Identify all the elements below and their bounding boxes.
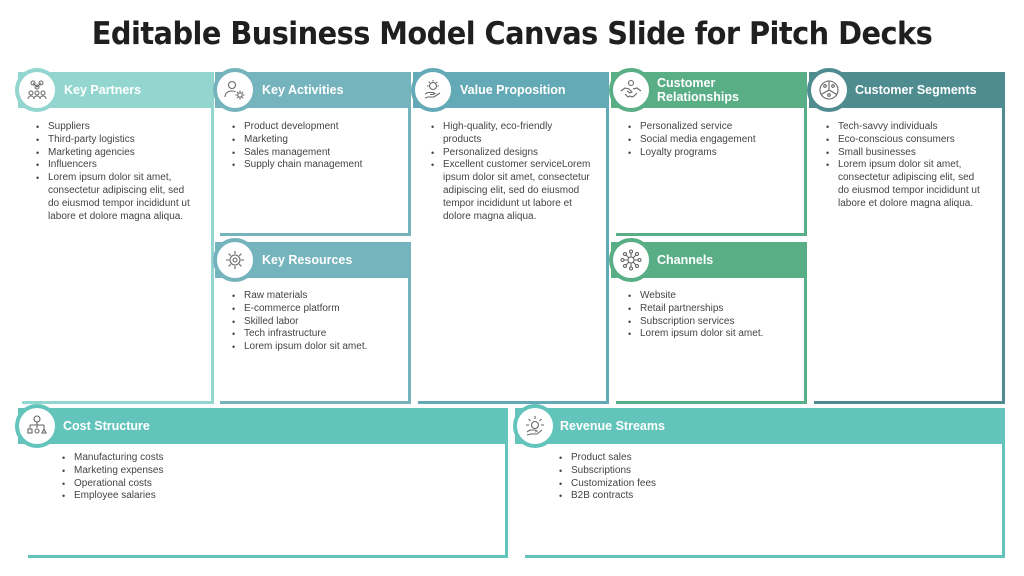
value-proposition-frame	[418, 108, 609, 404]
key-activities-icon-circle	[213, 68, 257, 112]
list-item: Supply chain management	[232, 159, 402, 172]
cost-hierarchy-icon	[27, 415, 47, 434]
list-item: Retail partnerships	[628, 303, 768, 316]
customer-relationships-frame	[616, 108, 807, 236]
customer-relationships-title-line2: Relationships	[657, 90, 739, 104]
list-item: Tech-savvy individuals	[826, 121, 986, 134]
network-hub-icon	[620, 249, 642, 271]
key-resources-title: Key Resources	[262, 253, 353, 267]
list-item: Small businesses	[826, 147, 986, 160]
list-item: Product development	[232, 121, 402, 134]
list-item: Subscription services	[628, 316, 768, 329]
list-item: Loyalty programs	[628, 147, 778, 160]
partners-network-icon	[27, 80, 47, 100]
channels-icon-circle	[609, 238, 653, 282]
revenue-streams-list: Product sales Subscriptions Customizatio…	[559, 452, 759, 503]
slide-title: Editable Business Model Canvas Slide for…	[91, 16, 933, 52]
list-item: B2B contracts	[559, 490, 759, 503]
value-proposition-title: Value Proposition	[460, 83, 566, 97]
list-item: Lorem ipsum dolor sit amet.	[628, 328, 768, 341]
customer-segments-list: Tech-savvy individuals Eco-conscious con…	[826, 121, 986, 211]
key-partners-title: Key Partners	[64, 83, 142, 97]
list-item: Eco-conscious consumers	[826, 134, 986, 147]
list-item: Skilled labor	[232, 316, 372, 329]
key-resources-frame	[220, 278, 411, 404]
list-item: Manufacturing costs	[62, 452, 262, 465]
list-item: Sales management	[232, 147, 402, 160]
key-activities-frame	[220, 108, 411, 236]
list-item: Raw materials	[232, 290, 372, 303]
customer-relationships-list: Personalized service Social media engage…	[628, 121, 778, 159]
list-item: High-quality, eco-friendly products	[431, 121, 591, 147]
list-item: Personalized service	[628, 121, 778, 134]
customer-relationships-icon-circle	[609, 68, 653, 112]
cost-structure-frame	[28, 443, 508, 558]
list-item: Lorem ipsum dolor sit amet.	[232, 341, 372, 354]
list-item: Tech infrastructure	[232, 328, 372, 341]
channels-frame	[616, 278, 807, 404]
key-activities-title: Key Activities	[262, 83, 344, 97]
key-partners-frame	[22, 108, 214, 404]
list-item: Marketing agencies	[36, 147, 196, 160]
list-item: Marketing	[232, 134, 402, 147]
key-resources-icon-circle	[213, 238, 257, 282]
customer-segments-title: Customer Segments	[855, 83, 977, 97]
list-item: Lorem ipsum dolor sit amet, consectetur …	[36, 172, 196, 223]
hand-idea-icon	[424, 80, 441, 99]
customer-segments-frame	[814, 108, 1005, 404]
revenue-streams-icon-circle	[513, 404, 557, 448]
list-item: Product sales	[559, 452, 759, 465]
list-item: Lorem ipsum dolor sit amet, consectetur …	[826, 159, 986, 210]
customer-relationships-title: Customer Relationships	[657, 76, 739, 104]
resources-gear-icon	[226, 251, 244, 269]
cost-structure-header: Cost Structure	[18, 408, 508, 444]
revenue-streams-title: Revenue Streams	[560, 419, 665, 433]
list-item: Excellent customer serviceLorem ipsum do…	[431, 159, 591, 223]
list-item: Influencers	[36, 159, 196, 172]
list-item: Marketing expenses	[62, 465, 262, 478]
list-item: Subscriptions	[559, 465, 759, 478]
person-gear-icon	[224, 80, 245, 100]
value-proposition-list: High-quality, eco-friendly products Pers…	[431, 121, 591, 223]
value-proposition-icon-circle	[411, 68, 455, 112]
segments-pie-icon	[819, 80, 839, 100]
handshake-icon	[620, 79, 642, 98]
revenue-streams-header: Revenue Streams	[515, 408, 1005, 444]
cost-structure-list: Manufacturing costs Marketing expenses O…	[62, 452, 262, 503]
list-item: Operational costs	[62, 478, 262, 491]
list-item: Website	[628, 290, 768, 303]
key-activities-list: Product development Marketing Sales mana…	[232, 121, 402, 172]
list-item: E-commerce platform	[232, 303, 372, 316]
list-item: Social media engagement	[628, 134, 778, 147]
channels-title: Channels	[657, 253, 714, 267]
list-item: Customization fees	[559, 478, 759, 491]
list-item: Suppliers	[36, 121, 196, 134]
channels-list: Website Retail partnerships Subscription…	[628, 290, 768, 341]
list-item: Third-party logistics	[36, 134, 196, 147]
customer-segments-icon-circle	[807, 68, 851, 112]
list-item: Employee salaries	[62, 490, 262, 503]
cost-structure-title: Cost Structure	[63, 419, 150, 433]
key-partners-icon-circle	[15, 68, 59, 112]
revenue-streams-frame	[525, 443, 1005, 558]
key-partners-list: Suppliers Third-party logistics Marketin…	[36, 121, 196, 223]
key-resources-list: Raw materials E-commerce platform Skille…	[232, 290, 372, 354]
list-item: Personalized designs	[431, 147, 591, 160]
hand-coin-icon	[526, 416, 544, 436]
cost-structure-icon-circle	[15, 404, 59, 448]
customer-relationships-title-line1: Customer	[657, 76, 716, 90]
